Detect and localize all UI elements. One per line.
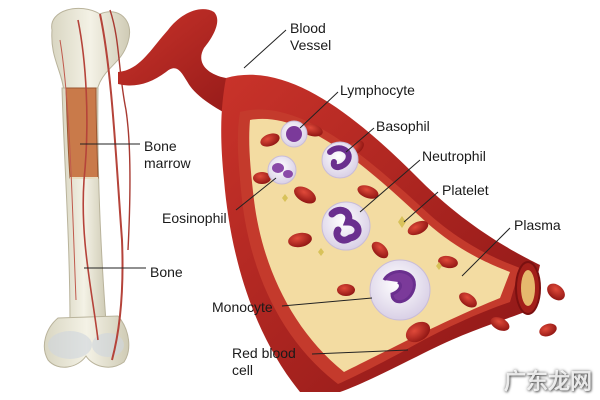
label-bone: Bone — [150, 264, 183, 280]
label-blood-vessel-line1: Blood — [290, 20, 326, 36]
label-eosinophil: Eosinophil — [162, 210, 227, 226]
label-platelet: Platelet — [442, 182, 489, 198]
blood-vessel — [118, 9, 541, 392]
leader-lines — [80, 29, 511, 355]
label-plasma: Plasma — [514, 217, 561, 233]
label-bone-marrow-line1: Bone — [144, 138, 177, 154]
label-basophil: Basophil — [376, 118, 430, 134]
label-bone-marrow: Bone marrow — [144, 138, 191, 172]
label-bone-marrow-line2: marrow — [144, 155, 191, 171]
label-monocyte: Monocyte — [212, 299, 273, 315]
watermark-logo: 广东龙网 — [503, 370, 592, 395]
monocyte-cell — [369, 259, 431, 321]
label-red-blood-cell-line2: cell — [232, 362, 254, 378]
label-red-blood-cell: Red blood cell — [232, 345, 296, 379]
label-neutrophil: Neutrophil — [422, 148, 486, 164]
label-blood-vessel: Blood Vessel — [290, 20, 331, 54]
label-blood-vessel-line2: Vessel — [290, 37, 332, 53]
label-red-blood-cell-line1: Red blood — [232, 345, 296, 361]
label-lymphocyte: Lymphocyte — [340, 82, 415, 98]
eosinophil-cell — [267, 155, 297, 185]
neutrophil-cell — [321, 201, 371, 251]
femur-bone — [43, 7, 131, 368]
basophil-cell — [321, 141, 359, 179]
platelets — [282, 194, 442, 270]
